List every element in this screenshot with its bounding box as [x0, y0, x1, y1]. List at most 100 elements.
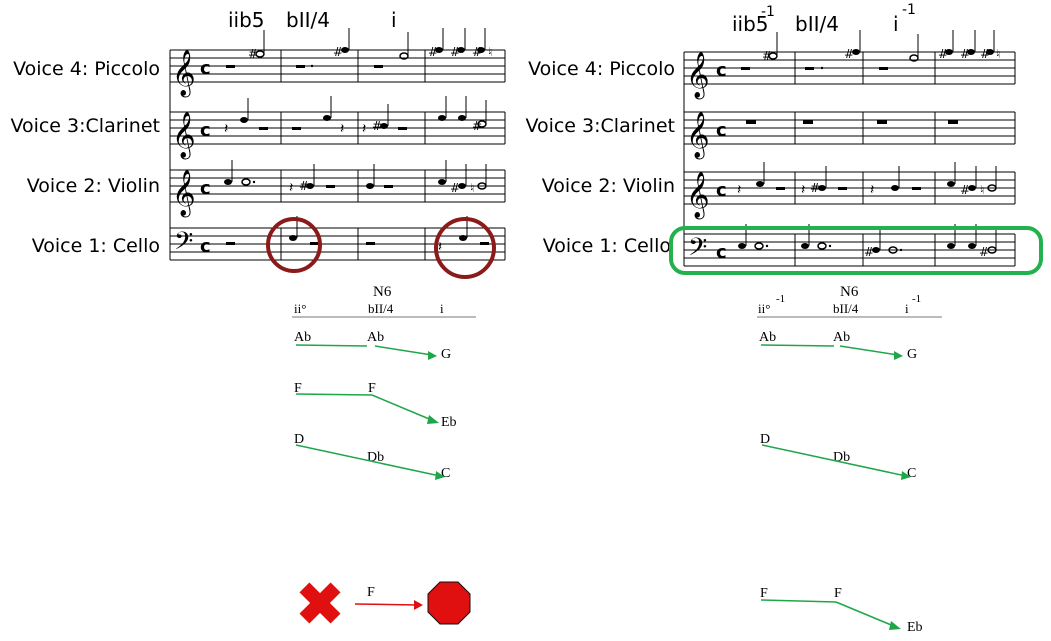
svg-text:#: #: [450, 45, 460, 59]
right-chord-3-sup: -1: [902, 2, 916, 18]
svg-text:#: #: [333, 45, 343, 59]
common-time-icon: c: [200, 236, 211, 257]
svg-text:𝄽: 𝄽: [340, 121, 344, 137]
red-arrow: [354, 603, 419, 606]
voice-leading-arrow: [374, 345, 433, 356]
common-time-icon: c: [716, 180, 727, 201]
svg-text:#: #: [960, 47, 970, 61]
common-time-icon: c: [716, 60, 727, 81]
svg-text:#: #: [299, 179, 309, 193]
svg-text:#: #: [762, 49, 772, 63]
right-voice-2-label: Voice 2: Violin: [542, 175, 675, 197]
stop-icon: [427, 581, 471, 625]
right-chord-labels: iib5 -1 bII/4 i -1: [732, 2, 916, 36]
left-voice-2-label: Voice 2: Violin: [27, 175, 160, 197]
right-barlines: [794, 52, 1016, 266]
voice-leading-arrow: [295, 393, 373, 396]
right-note-r3-2: F: [834, 586, 842, 601]
left-header-bII: bII/4: [368, 301, 394, 316]
treble-clef-icon: 𝄞: [686, 52, 710, 100]
right-voice-1-label: Voice 1: Cello: [543, 235, 671, 257]
right-note-r3-1: F: [760, 586, 768, 601]
right-note-r1-3: G: [907, 347, 917, 362]
right-chord-1: iib5: [732, 12, 769, 36]
left-score: iib5 bII/4 i Voice 4: Piccolo Voice 3:Cl…: [10, 8, 506, 279]
right-chord-1-sup: -1: [761, 4, 775, 20]
right-score: iib5 -1 bII/4 i -1 Voice 4: Piccolo Voic…: [525, 2, 1043, 275]
left-analysis: N6 ii° bII/4 i Ab Ab G F F Eb D Db C F: [292, 284, 476, 625]
right-staff-3: [684, 111, 1015, 145]
right-chord-2: bII/4: [795, 12, 839, 36]
svg-text:♮: ♮: [996, 47, 1000, 61]
common-time-icon: c: [716, 120, 727, 141]
left-bad-note: F: [367, 585, 375, 600]
right-voice-3-label: Voice 3:Clarinet: [525, 115, 675, 137]
right-analysis: N6 ii° -1 bII/4 i -1 Ab Ab G D Db C F F …: [757, 284, 942, 635]
left-staff-1: [170, 227, 505, 261]
left-notation: # # # # # ♮ 𝄽 𝄽 𝄽 #: [224, 28, 492, 255]
svg-text:#: #: [938, 47, 948, 61]
common-time-icon: c: [200, 178, 211, 199]
voice-leading-arrow: [760, 599, 837, 603]
right-note-r2-1: D: [760, 432, 770, 447]
svg-text:#: #: [960, 183, 970, 197]
common-time-icon: c: [716, 242, 727, 263]
svg-text:𝄽: 𝄽: [870, 182, 874, 198]
right-voice-4-label: Voice 4: Piccolo: [528, 58, 675, 80]
svg-text:#: #: [450, 181, 460, 195]
common-time-icon: c: [200, 58, 211, 79]
left-note-r2-3: Eb: [441, 415, 457, 430]
left-staff-2: [170, 169, 505, 203]
treble-clef-icon: 𝄞: [172, 170, 196, 218]
left-note-r1-3: G: [441, 347, 451, 362]
left-chord-labels: iib5 bII/4 i: [228, 8, 397, 32]
voice-leading-arrow: [839, 345, 899, 356]
svg-text:𝄽: 𝄽: [362, 121, 366, 137]
treble-clef-icon: 𝄞: [686, 112, 710, 160]
svg-text:#: #: [810, 181, 820, 195]
svg-text:♮: ♮: [470, 181, 474, 195]
highlight-box: [669, 226, 1043, 275]
treble-clef-icon: 𝄞: [172, 50, 196, 98]
svg-text:𝄽: 𝄽: [289, 180, 293, 196]
svg-text:𝄽: 𝄽: [224, 121, 228, 137]
svg-text:#: #: [864, 245, 874, 259]
right-chord-3: i: [893, 12, 899, 36]
left-chord-2: bII/4: [286, 8, 330, 32]
bass-clef-icon: 𝄢: [688, 233, 707, 268]
right-staff-2: [684, 171, 1015, 205]
svg-text:𝄽: 𝄽: [801, 182, 805, 198]
right-header-i: i: [905, 301, 909, 316]
right-voice-labels: Voice 4: Piccolo Voice 3:Clarinet Voice …: [525, 58, 675, 257]
left-barlines: [280, 50, 506, 260]
svg-text:#: #: [428, 45, 438, 59]
voice-leading-arrow: [761, 444, 907, 477]
left-voice-4-label: Voice 4: Piccolo: [13, 58, 160, 80]
right-n6-label: N6: [840, 284, 859, 300]
x-icon: [299, 582, 341, 624]
left-note-r2-1: F: [294, 381, 302, 396]
right-header-bII: bII/4: [833, 301, 859, 316]
voice-leading-arrow: [835, 601, 897, 628]
right-note-r3-3: Eb: [907, 620, 923, 635]
right-header-ii: ii°: [758, 301, 770, 316]
svg-text:#: #: [248, 47, 258, 61]
left-note-r1-1: Ab: [294, 330, 311, 345]
left-note-r2-2: F: [368, 381, 376, 396]
left-header-ii: ii°: [294, 301, 306, 316]
left-note-r1-2: Ab: [367, 330, 384, 345]
bass-clef-icon: 𝄢: [174, 227, 193, 262]
left-staff-4: [170, 49, 505, 83]
left-voice-labels: Voice 4: Piccolo Voice 3:Clarinet Voice …: [10, 58, 160, 257]
left-note-r3-1: D: [294, 432, 304, 447]
svg-text:#: #: [372, 119, 382, 133]
left-header-i: i: [440, 301, 444, 316]
svg-text:#: #: [979, 245, 989, 259]
svg-text:#: #: [980, 47, 990, 61]
right-header-i-sup: -1: [912, 293, 921, 305]
right-header-ii-sup: -1: [776, 293, 785, 305]
svg-text:#: #: [844, 47, 854, 61]
error-circle-icon: [434, 217, 496, 279]
treble-clef-icon: 𝄞: [172, 112, 196, 160]
common-time-icon: c: [200, 120, 211, 141]
